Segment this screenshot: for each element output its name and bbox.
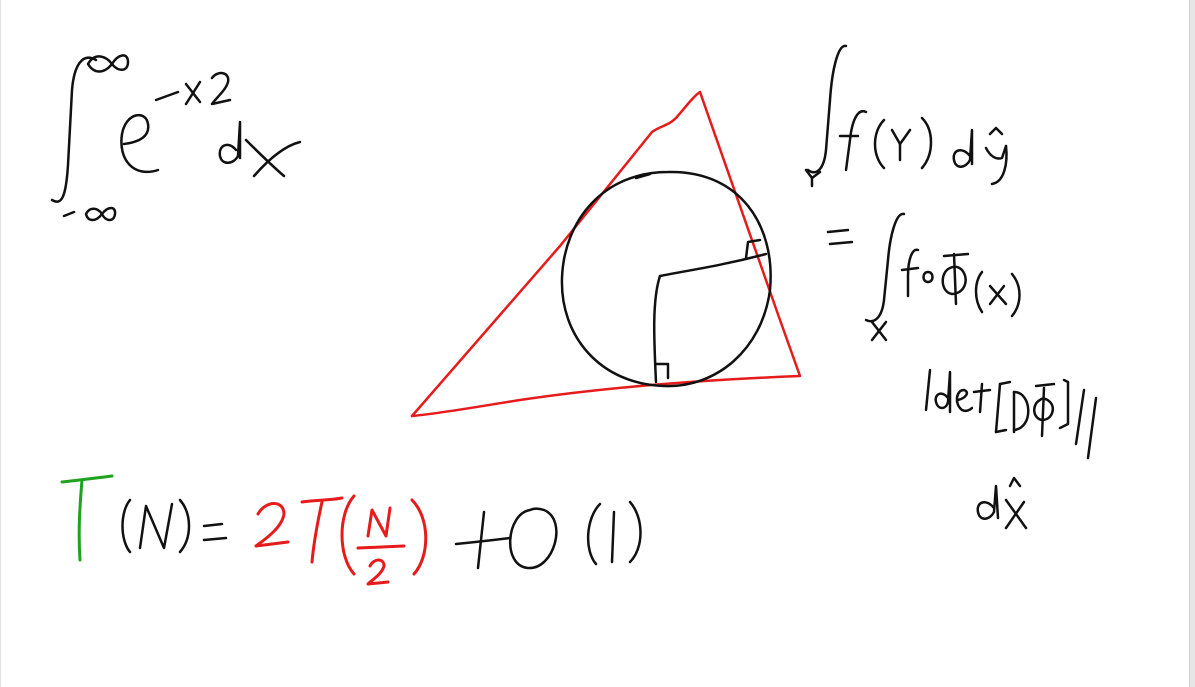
change-of-variables-lhs-stroke — [804, 44, 1008, 188]
recurrence-lhs-stroke — [121, 498, 228, 554]
canvas-left-border — [0, 0, 1, 687]
red-triangle-stroke — [410, 90, 802, 418]
recurrence-red-2T-stroke — [254, 494, 428, 586]
change-of-variables-rhs-stroke — [826, 212, 1098, 530]
inscribed-circle-stroke — [560, 170, 772, 388]
recurrence-green-T-stroke — [60, 474, 114, 562]
canvas-scrollbar[interactable] — [1189, 0, 1195, 687]
gaussian-integral-stroke — [50, 54, 302, 222]
recurrence-rhs-stroke — [454, 500, 642, 570]
